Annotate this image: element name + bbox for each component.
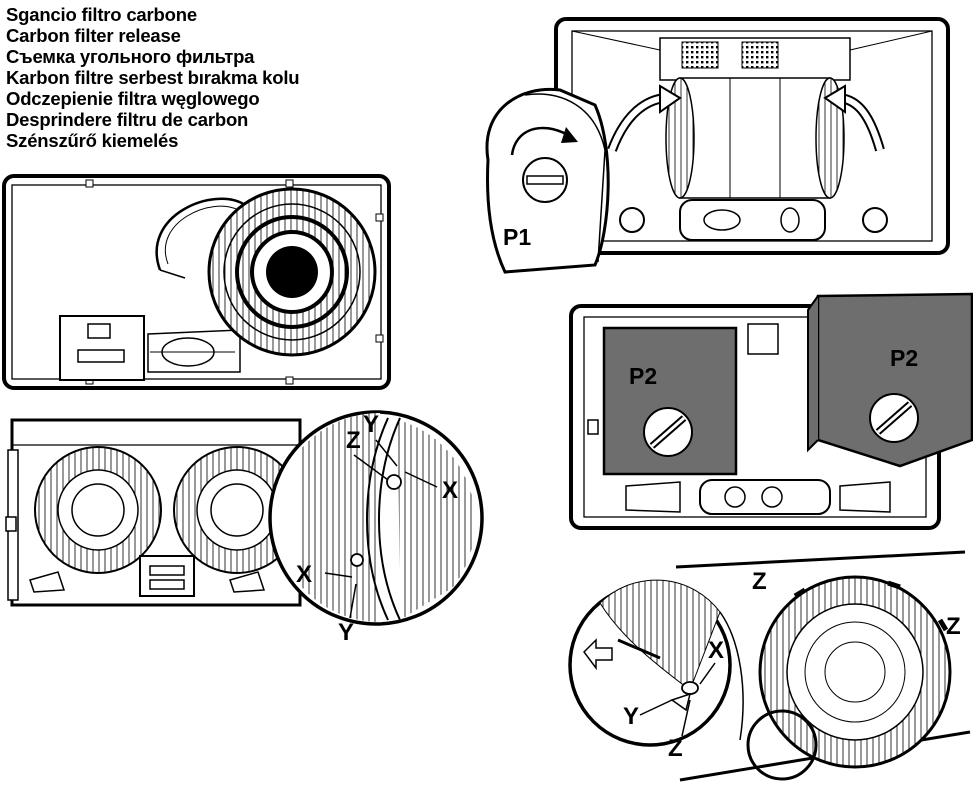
label-x-side: X [708,637,724,664]
caption-english: Carbon filter release [6,25,181,46]
label-x-front-top: X [442,477,458,504]
label-p2-left: P2 [629,363,657,389]
caption-russian: Съемка угольного фильтра [6,46,255,67]
label-p2-right: P2 [890,345,918,371]
caption-turkish: Karbon filtre serbest bırakma kolu [6,67,300,88]
label-x-front-bottom: X [296,561,312,588]
caption-hungarian: Szénszűrő kiemelés [6,130,179,151]
label-z-side-bottom: Z [668,735,683,762]
caption-italian: Sgancio filtro carbone [6,4,197,25]
hood-front-figure [5,410,484,626]
caption-list: Sgancio filtro carbone Carbon filter rel… [6,4,300,151]
caption-polish: Odczepienie filtra węglowego [6,88,260,109]
caption-romanian: Desprindere filtru de carbon [6,109,249,130]
label-y-side: Y [623,703,639,730]
label-y-front-top: Y [363,411,379,438]
hood-p1-figure [485,17,950,274]
label-z-front: Z [346,427,361,454]
label-p1: P1 [503,224,531,250]
hood-p2-figure [569,292,973,530]
filter-side-figure [568,550,971,782]
label-z-side-right: Z [946,613,961,640]
label-y-front-bottom: Y [338,619,354,646]
label-z-side-top: Z [752,568,767,595]
hood-top-view-figure [2,174,391,390]
